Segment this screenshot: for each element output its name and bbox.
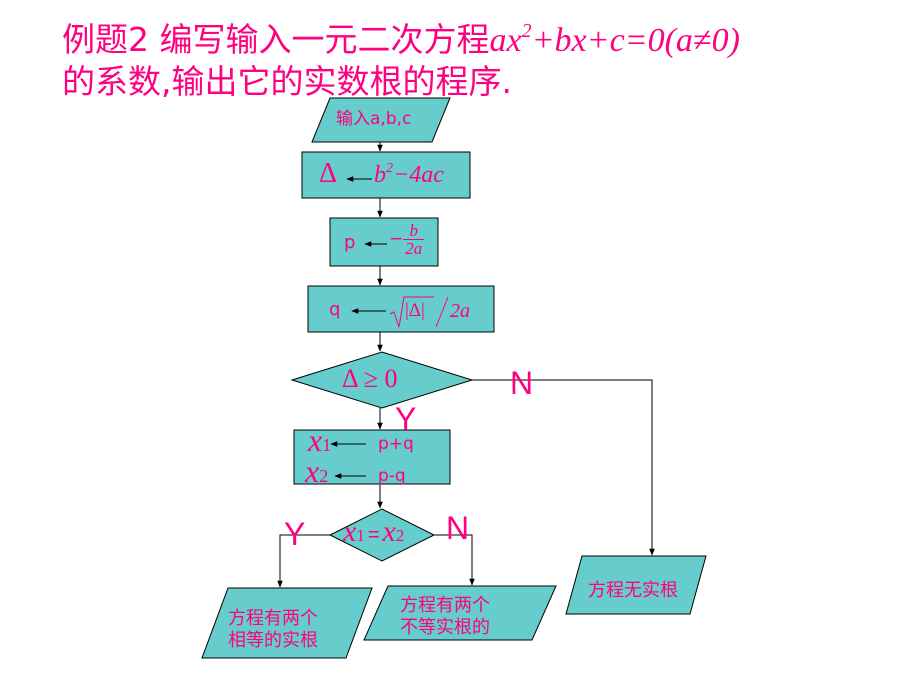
problem-title-line2: 的系数,输出它的实数根的程序. (62, 62, 512, 101)
decision1-yes-label: Y (395, 401, 417, 437)
decision1-no-label: N (510, 365, 534, 401)
decision2-condition: x1=x2 (343, 515, 405, 548)
roots-process-box (293, 429, 451, 485)
input-label: 输入a,b,c (336, 109, 412, 129)
decision2-no-label: N (446, 510, 470, 546)
q-variable: q (329, 299, 341, 320)
delta-process-box (301, 151, 471, 199)
quadratic-equation: ax2+bx+c=0(a≠0) (489, 20, 740, 59)
connector-unequal-roots (434, 534, 475, 586)
connector-equal-roots (277, 534, 330, 588)
output-no-real-roots-label: 方程无实根 (588, 580, 678, 601)
x2-variable: x2 (305, 453, 329, 489)
p-process-box (329, 217, 439, 267)
output-equal-roots (201, 587, 373, 659)
q-process-box (307, 285, 495, 333)
input-parallelogram (311, 97, 451, 143)
division-slash (435, 296, 449, 328)
x1-variable: x1 (308, 422, 332, 458)
output-equal-roots-label: 方程有两个 相等的实根 (228, 608, 318, 651)
delta-symbol: Δ (319, 158, 338, 189)
title-text: 例题2 编写输入一元二次方程 (62, 20, 490, 59)
radical-sign (389, 296, 434, 328)
p-variable: p (344, 232, 356, 253)
output-unequal-roots-label: 方程有两个 不等实根的 (400, 595, 490, 638)
q-divisor: 2a (450, 300, 470, 322)
q-radicand: |Δ| (405, 300, 425, 321)
x2-expression: p-q (378, 466, 406, 486)
output-unequal-roots (363, 585, 557, 641)
decision1-condition: Δ ≥ 0 (342, 364, 398, 393)
connector-no-real-roots (472, 379, 655, 556)
delta-expression: b2−4ac (374, 161, 444, 188)
output-no-real-roots (565, 555, 707, 615)
problem-title-line1: 例题2 编写输入一元二次方程ax2+bx+c=0(a≠0) (62, 20, 740, 65)
decision2-yes-label: Y (284, 516, 306, 552)
x1-expression: p+q (378, 434, 414, 454)
